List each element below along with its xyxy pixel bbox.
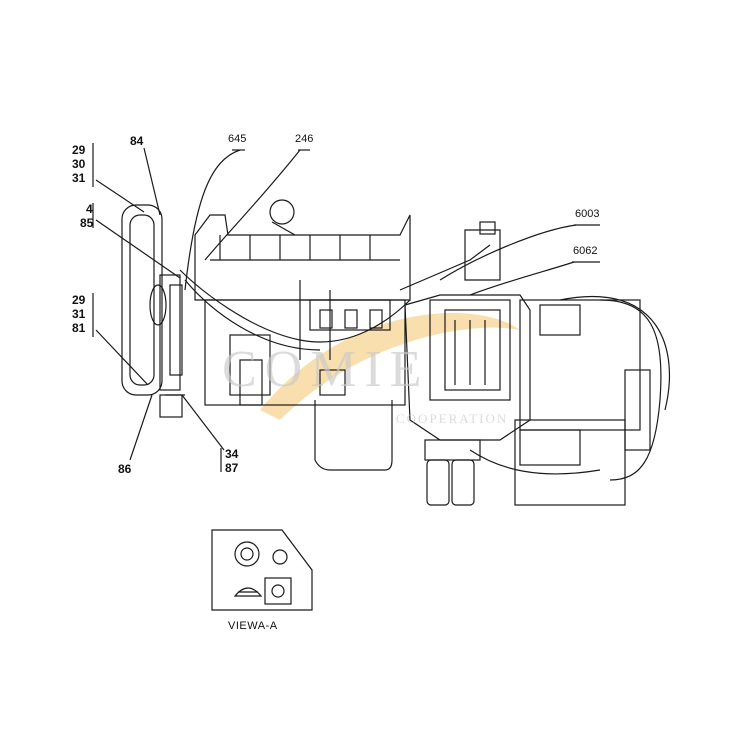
callout-29a: 29 — [72, 143, 86, 157]
engine-block-icon — [194, 199, 411, 471]
callout-4: 4 — [86, 202, 93, 216]
leader-label-246: 246 — [295, 133, 314, 145]
callout-31a: 31 — [72, 171, 86, 185]
callout-87: 87 — [225, 461, 239, 475]
watermark-swoosh — [260, 312, 520, 420]
leader-label-6062: 6062 — [573, 245, 598, 257]
fan-icon — [121, 204, 185, 418]
view-caption: VIEWA-A — [228, 620, 278, 632]
callout-85: 85 — [80, 216, 94, 230]
callout-group-4-85: 4 85 — [80, 202, 93, 230]
callout-30: 30 — [72, 157, 86, 171]
callout-84: 84 — [130, 134, 144, 148]
callout-group-34-87: 34 87 — [225, 447, 238, 475]
gear-icon — [264, 577, 292, 605]
leader-label-645: 645 — [228, 133, 247, 145]
callout-group-29-30-31: 29 30 31 — [72, 143, 85, 185]
cap-icon — [234, 541, 260, 567]
callout-31b: 31 — [72, 307, 86, 321]
callout-29b: 29 — [72, 293, 86, 307]
wiring-harness — [179, 269, 411, 343]
leader-label-6003: 6003 — [575, 208, 600, 220]
view-panel — [211, 529, 313, 611]
callout-81: 81 — [72, 321, 86, 335]
callout-group-29-31-81: 29 31 81 — [72, 293, 85, 335]
callout-86: 86 — [118, 462, 132, 476]
callout-34: 34 — [225, 447, 239, 461]
radiator-icon — [404, 294, 671, 506]
fuel-filter-icon — [424, 439, 601, 506]
